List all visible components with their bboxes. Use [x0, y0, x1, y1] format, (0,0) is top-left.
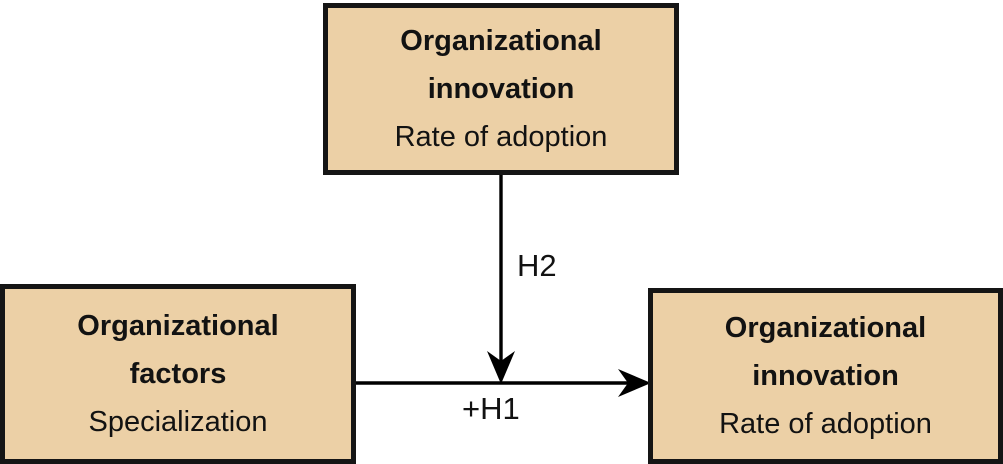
node-subtitle: Rate of adoption [719, 408, 932, 440]
node-title-line: innovation [427, 73, 575, 105]
node-subtitle: Rate of adoption [394, 121, 608, 153]
node-title-line: factors [129, 358, 227, 390]
node-subtitle: Specialization [88, 406, 268, 438]
node-organizational-innovation-top: Organizational innovation Rate of adopti… [323, 3, 679, 175]
node-organizational-innovation-right: Organizational innovation Rate of adopti… [648, 288, 1003, 464]
arrowhead-right-icon [618, 369, 651, 397]
arrow-h2 [487, 175, 515, 384]
node-organizational-factors: Organizational factors Specialization [0, 284, 356, 464]
node-title-line: innovation [752, 360, 899, 392]
arrowhead-down-icon [487, 351, 515, 384]
node-title-line: Organizational [400, 25, 602, 57]
node-title-line: Organizational [724, 312, 927, 344]
edge-label-h2: H2 [517, 248, 557, 283]
edge-label-h1: +H1 [462, 391, 520, 426]
node-title-line: Organizational [77, 310, 279, 342]
